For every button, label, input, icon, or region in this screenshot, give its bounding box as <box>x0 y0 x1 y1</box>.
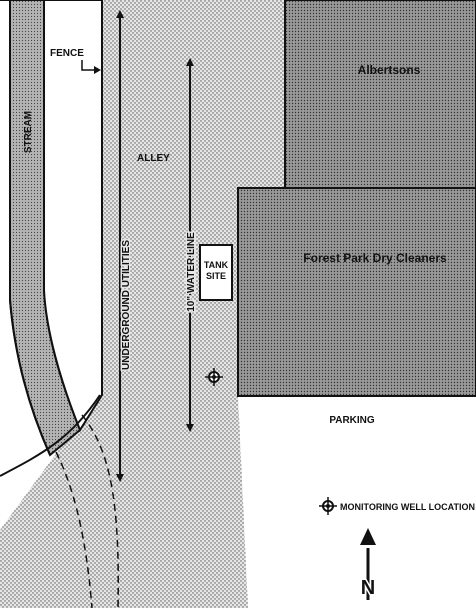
stream-label: STREAM <box>23 111 34 153</box>
fence-label: FENCE <box>50 48 84 59</box>
monitoring-well-icon <box>205 368 223 386</box>
water-line-label: 10" WATER LINE <box>186 232 197 312</box>
albertsons-building <box>284 0 476 189</box>
tank-site-label-line2: SITE <box>206 271 226 281</box>
stream-edge-left <box>9 0 51 456</box>
dry-cleaners-label: Forest Park Dry Cleaners <box>303 251 447 265</box>
culvert-line-1 <box>81 414 119 608</box>
parking-label: PARKING <box>329 415 375 426</box>
north-label: N <box>361 577 375 599</box>
property-boundary <box>0 394 101 477</box>
legend-well-label: MONITORING WELL LOCATION <box>340 502 475 512</box>
north-arrow-icon <box>360 528 376 600</box>
fence-strip <box>43 0 103 433</box>
tank-site-box <box>199 244 233 301</box>
parking-area <box>248 398 476 608</box>
culvert-line-2 <box>55 451 93 608</box>
alley-label: ALLEY <box>137 153 170 164</box>
legend-well-icon <box>319 497 337 515</box>
fence-pointer <box>81 60 95 71</box>
alley-area <box>0 0 285 608</box>
fence-pointer-head <box>94 66 101 74</box>
tank-site-label-line1: TANK <box>204 260 229 270</box>
albertsons-label: Albertsons <box>358 63 421 77</box>
underground-utilities-label: UNDERGROUND UTILITIES <box>121 240 132 370</box>
dry-cleaners-building <box>237 187 476 397</box>
